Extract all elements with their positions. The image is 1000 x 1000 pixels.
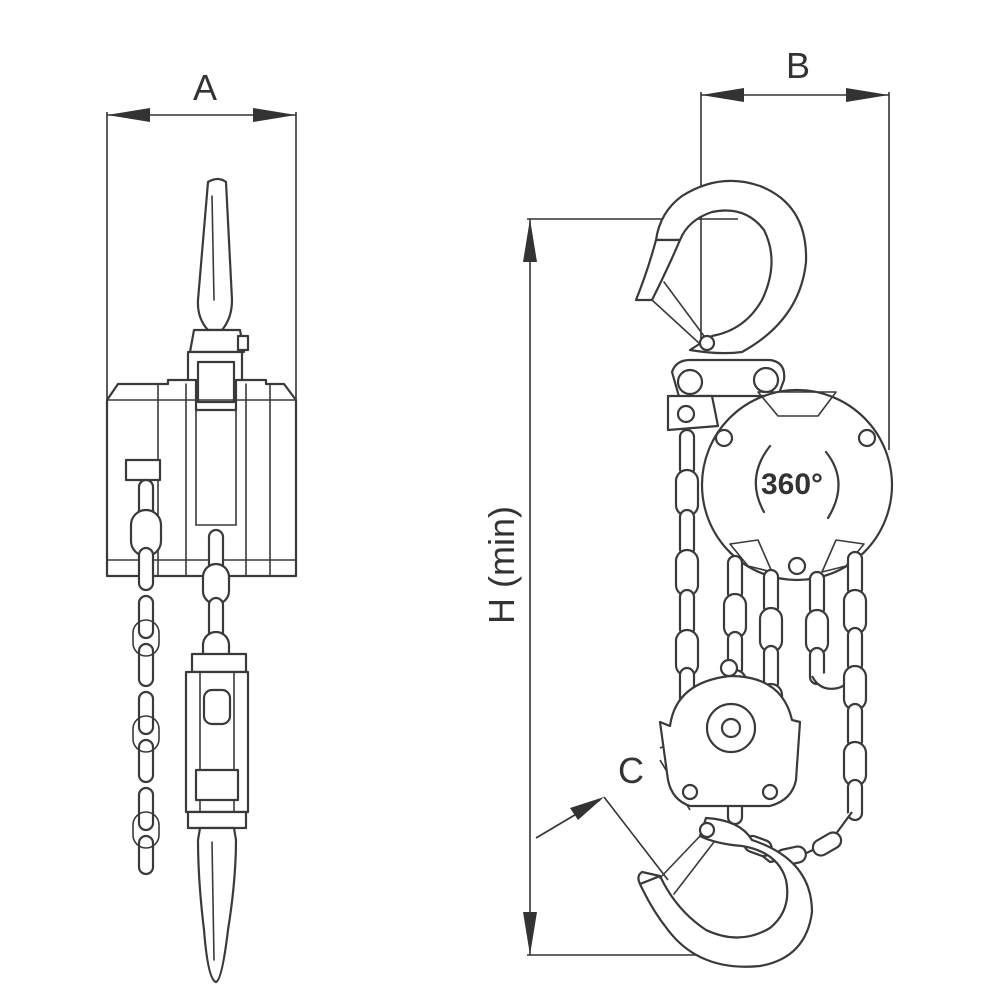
dimension-b-label: B xyxy=(786,45,810,86)
wheel-bolt-bottom xyxy=(787,556,807,576)
top-hook-edge xyxy=(211,195,215,301)
bottom-block-top-pin xyxy=(719,658,739,678)
dimension-a-label: A xyxy=(193,67,217,108)
top-hook-front xyxy=(634,179,808,355)
wheel-cover xyxy=(700,388,894,582)
bottom-block-bolt-left xyxy=(681,783,699,801)
chain-guide-block xyxy=(124,458,162,482)
chain-link xyxy=(137,642,155,688)
chain-link xyxy=(137,834,155,876)
front-view: B H (min) C xyxy=(481,45,894,968)
top-frame-bolt-left xyxy=(676,368,704,396)
chain-link xyxy=(137,594,155,640)
bottom-block-lower xyxy=(194,768,240,802)
bottom-hook-latch-inner xyxy=(673,841,715,895)
bottom-hook-tip xyxy=(637,870,662,886)
dimension-b: B xyxy=(700,45,890,450)
chain-link xyxy=(811,831,843,857)
rotation-arrow-right-icon xyxy=(824,450,840,520)
dimension-h: H (min) xyxy=(481,218,738,956)
bottom-hook-body xyxy=(638,816,814,968)
bottom-block-axle xyxy=(720,717,742,739)
dimension-a-arrow-left xyxy=(107,108,150,122)
bottom-block-top-plate xyxy=(190,652,248,674)
bottom-block-side xyxy=(184,652,250,830)
chain-link xyxy=(137,738,155,784)
top-hook-side xyxy=(186,177,250,404)
bottom-hook-latch-pin xyxy=(698,821,716,839)
wheel-cover-notch-top xyxy=(757,391,837,417)
bottom-block-collar xyxy=(186,810,248,830)
rotation-badge: 360° xyxy=(761,468,823,501)
bottom-block-bolt-right xyxy=(761,783,779,801)
dimension-b-arrow-right xyxy=(846,88,889,102)
bottom-hook-latch xyxy=(659,835,701,879)
bottom-block-front xyxy=(658,658,802,808)
top-hook-latch xyxy=(651,299,701,345)
bottom-hook-edge xyxy=(211,841,215,961)
chain-link-cross xyxy=(132,619,160,657)
top-hook-collar xyxy=(188,328,246,354)
chain-link xyxy=(137,546,155,592)
top-frame-bolt-lower xyxy=(676,404,696,424)
wheel-housing: 360° xyxy=(700,388,894,582)
rotation-arrow-left-icon xyxy=(754,444,772,514)
top-frame-bolt-right xyxy=(752,366,780,394)
wheel-bolt-left xyxy=(714,428,734,448)
side-view: A xyxy=(105,67,298,984)
bottom-hook-side xyxy=(196,826,238,984)
top-hook-pin xyxy=(236,334,250,352)
top-hook-latch-inner xyxy=(663,281,705,337)
dimension-h-arrow-top xyxy=(523,219,537,262)
dimension-a-arrow-right xyxy=(253,108,296,122)
dimension-b-arrow-left xyxy=(701,88,744,102)
dimension-h-arrow-bottom xyxy=(523,912,537,955)
bottom-hook-front xyxy=(637,816,814,968)
dimension-a: A xyxy=(106,67,297,400)
bottom-hook-body xyxy=(196,826,238,984)
chain-link xyxy=(846,778,864,822)
dimension-h-label: H (min) xyxy=(481,506,522,624)
top-hook-shank-inner xyxy=(196,360,236,404)
dimension-c-label: C xyxy=(618,750,644,791)
top-hook-body xyxy=(196,177,234,332)
bottom-block-sheave xyxy=(202,688,232,726)
chain-link xyxy=(137,690,155,736)
top-hook-body xyxy=(654,179,808,355)
wheel-bolt-right xyxy=(857,428,877,448)
chain-link xyxy=(137,786,155,832)
top-frame-front xyxy=(666,358,786,432)
dimension-c-arrow-lower xyxy=(570,797,604,820)
chain-link-cross xyxy=(132,715,160,753)
hand-chain-front xyxy=(674,428,700,710)
hand-chain-side xyxy=(129,478,163,876)
chain-link-cross xyxy=(132,811,160,849)
top-hook-latch-pin xyxy=(698,334,716,352)
dimension-c-lower-extension xyxy=(603,796,669,881)
top-hook-tip xyxy=(634,238,682,302)
